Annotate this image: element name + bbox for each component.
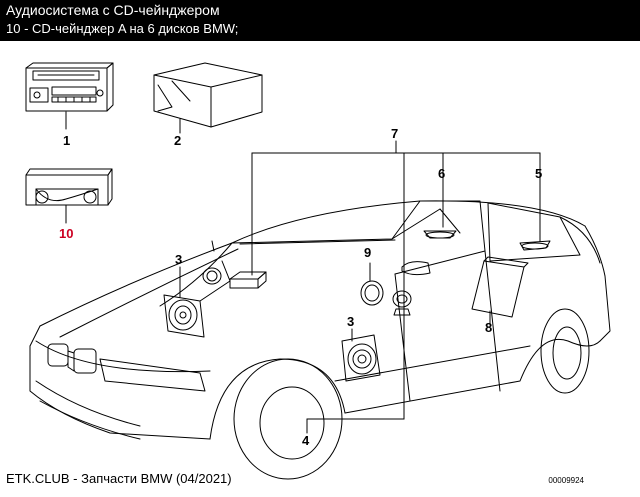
radio-unit-icon[interactable]	[25, 62, 114, 130]
label-part-5: 5	[535, 166, 542, 181]
label-part-9: 9	[364, 245, 371, 260]
label-part-6: 6	[438, 166, 445, 181]
label-part-10: 10	[59, 226, 73, 241]
rear-door-panel-icon[interactable]	[471, 256, 529, 326]
page-title: Аудиосистема с CD-чейнджером	[6, 2, 220, 18]
label-part-1: 1	[63, 133, 70, 148]
label-part-8: 8	[485, 320, 492, 335]
diagram-id: 00009924	[548, 476, 584, 485]
cd-changer-icon[interactable]	[25, 168, 113, 224]
dash-speaker-icon[interactable]	[202, 267, 222, 285]
diagram-svg: 1 2 3 3 4 5 6 7 8 9 10	[25, 62, 611, 480]
amplifier-box-icon[interactable]	[153, 62, 263, 134]
rear-shelf-speaker-icon[interactable]	[519, 180, 551, 251]
label-part-7: 7	[391, 126, 398, 141]
tweeter-icon[interactable]	[360, 262, 384, 306]
label-part-4: 4	[302, 433, 310, 448]
car-body	[29, 200, 611, 480]
door-speaker-icon[interactable]	[341, 328, 381, 382]
label-part-3-upper: 3	[175, 252, 182, 267]
label-part-2: 2	[174, 133, 181, 148]
header-bar: Аудиосистема с CD-чейнджером 10 - CD-чей…	[0, 0, 640, 41]
door-tweeter-icon[interactable]	[392, 290, 412, 316]
label-part-3-lower: 3	[347, 314, 354, 329]
front-door-speaker-icon[interactable]	[163, 266, 205, 338]
parts-diagram: 1 2 3 3 4 5 6 7 8 9 10	[0, 41, 640, 492]
cable-set-icon[interactable]	[251, 140, 541, 434]
page-subtitle: 10 - CD-чейнджер A на 6 дисков BMW;	[6, 21, 239, 36]
rear-center-speaker-icon[interactable]	[423, 180, 457, 239]
footer-source: ETK.CLUB - Запчасти BMW (04/2021)	[6, 471, 232, 486]
module-box-icon[interactable]	[229, 271, 267, 289]
